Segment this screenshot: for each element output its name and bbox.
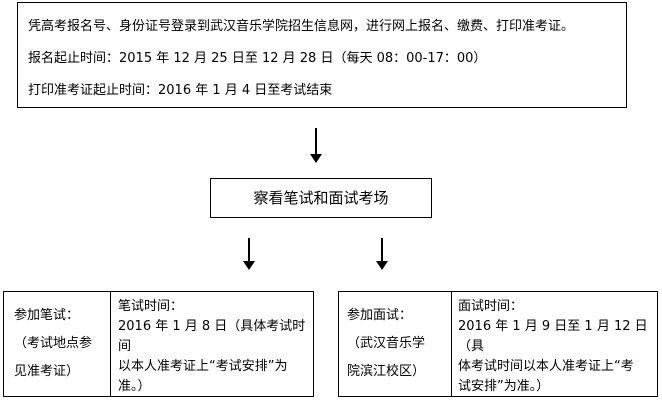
written-exam-detail: 笔试时间： 2016 年 1 月 8 日（具体考试时间 以本人准考证上“考试安排… [118, 297, 312, 397]
interview-exam-label-line: 参加面试： [347, 308, 413, 323]
registration-info-box: 凭高考报名号、身份证号登录到武汉音乐学院招生信息网，进行网上报名、缴费、打印准考… [17, 2, 627, 108]
registration-instruction-text: 凭高考报名号、身份证号登录到武汉音乐学院招生信息网，进行网上报名、缴费、打印准考… [28, 19, 575, 34]
check-exam-venue-title: 察看笔试和面试考场 [253, 189, 389, 207]
print-ticket-period-text: 打印准考证起止时间：2016 年 1 月 4 日至考试结束 [28, 83, 333, 98]
interview-exam-label-line: 院滨江校区） [347, 364, 426, 379]
arrow-down-icon [243, 238, 255, 270]
written-exam-label-line: 参加笔试： [14, 308, 80, 323]
written-exam-detail-line: 准。） [118, 379, 151, 394]
interview-exam-detail: 面试时间： 2016 年 1 月 9 日至 1 月 12 日（具 体考试时间以本… [458, 297, 656, 397]
check-exam-venue-box: 察看笔试和面试考场 [210, 178, 432, 218]
written-exam-detail-line: 以本人准考证上“考试安排”为 [118, 359, 288, 374]
written-exam-label: 参加笔试： （考试地点参 见准考证） [14, 302, 106, 386]
written-exam-label-line: 见准考证） [14, 364, 80, 379]
written-exam-detail-line: 2016 年 1 月 8 日（具体考试时间 [118, 319, 306, 354]
interview-exam-label: 参加面试： （武汉音乐学 院滨江校区） [347, 302, 445, 386]
interview-exam-detail-line: 面试时间： [458, 299, 524, 314]
arrow-down-icon [310, 128, 322, 163]
interview-exam-detail-line: 2016 年 1 月 9 日至 1 月 12 日（具 [458, 319, 648, 354]
written-exam-detail-line: 笔试时间： [118, 299, 184, 314]
cell-divider [110, 292, 111, 396]
written-exam-box: 参加笔试： （考试地点参 见准考证） 笔试时间： 2016 年 1 月 8 日（… [3, 291, 314, 397]
interview-exam-box: 参加面试： （武汉音乐学 院滨江校区） 面试时间： 2016 年 1 月 9 日… [338, 291, 658, 397]
registration-period-text: 报名起止时间：2015 年 12 月 25 日至 12 月 28 日（每天 08… [28, 51, 487, 66]
arrow-down-icon [376, 238, 388, 270]
written-exam-label-line: （考试地点参 [14, 336, 93, 351]
cell-divider [451, 292, 452, 396]
interview-exam-detail-line: 试安排”为准。） [458, 379, 550, 394]
interview-exam-detail-line: 体考试时间以本人准考证上“考 [458, 359, 634, 374]
interview-exam-label-line: （武汉音乐学 [347, 336, 426, 351]
